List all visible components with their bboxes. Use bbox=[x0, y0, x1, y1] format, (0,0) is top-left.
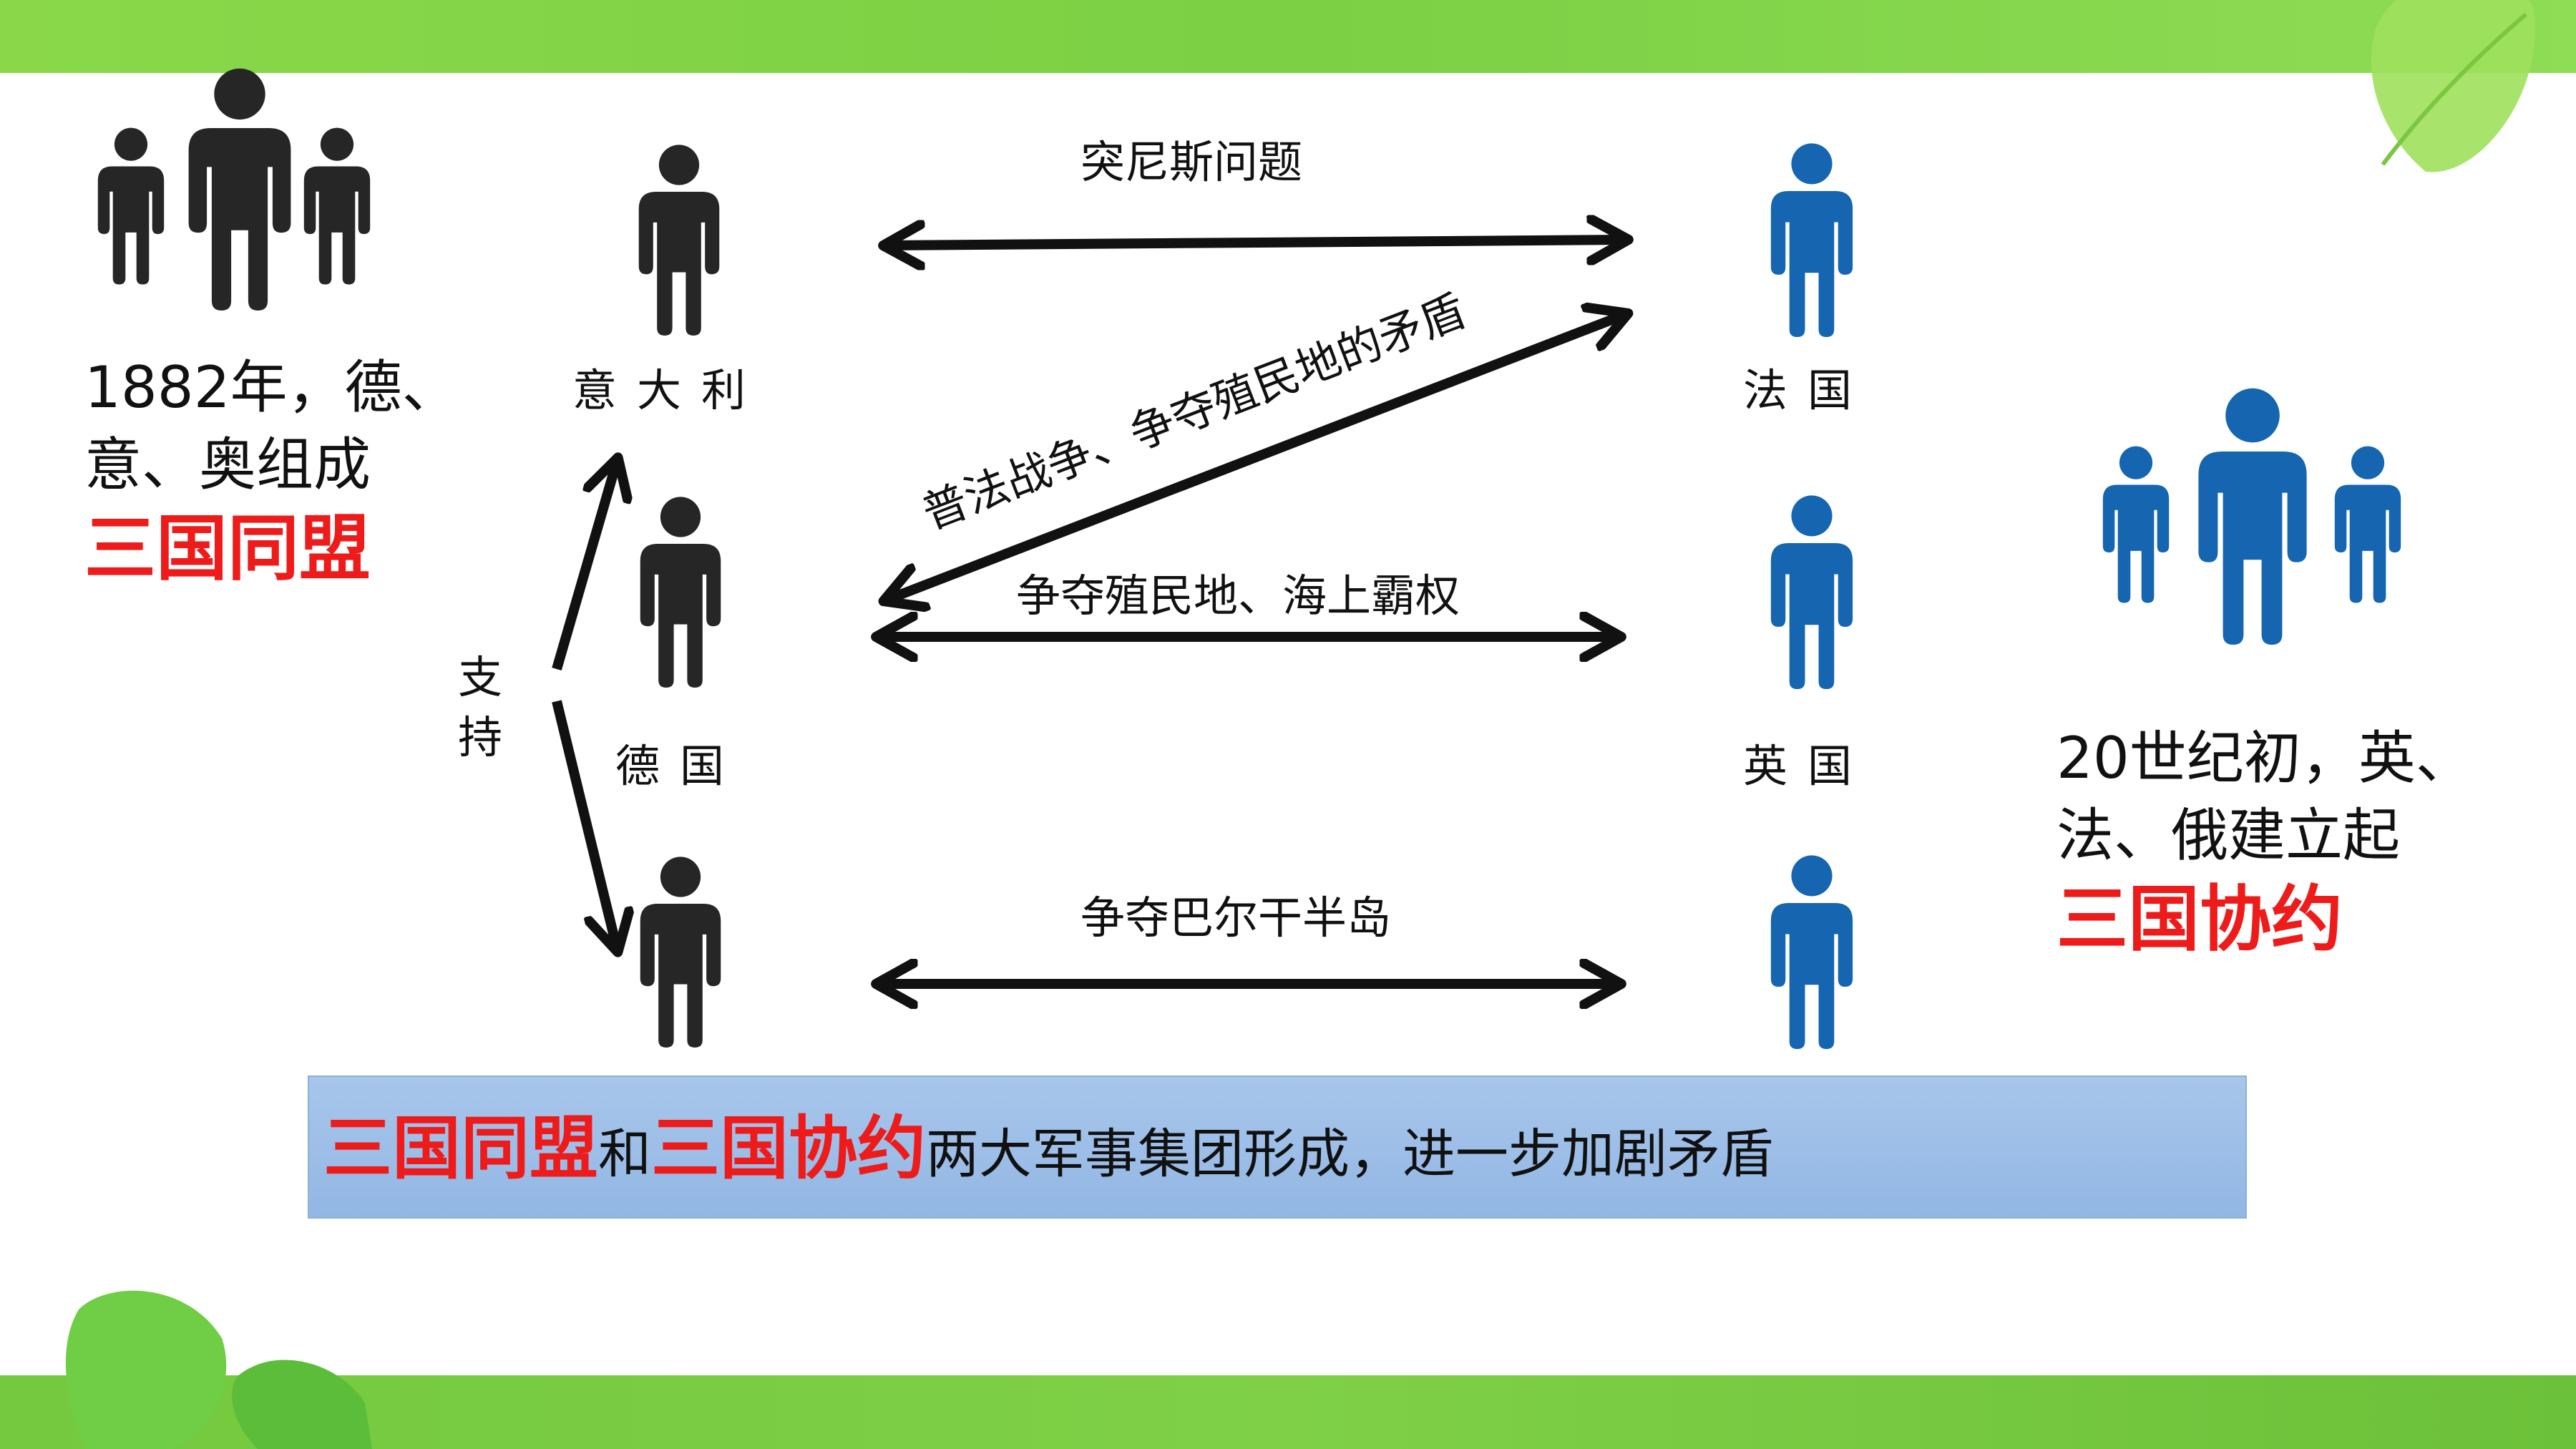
arrow-support-italy bbox=[552, 462, 617, 670]
support-label: 支持 bbox=[458, 651, 503, 763]
banner-alliance: 三国同盟 bbox=[323, 1108, 598, 1189]
arrow-italy-france bbox=[887, 240, 1624, 245]
banner-and: 和 bbox=[598, 1123, 651, 1185]
banner-entente: 三国协约 bbox=[651, 1108, 926, 1189]
right-group-title: 三国协约 bbox=[2057, 877, 2343, 961]
relation-label-germany-britain: 争夺殖民地、海上霸权 bbox=[1016, 570, 1460, 622]
arrow-germany-france bbox=[887, 315, 1624, 600]
person-icon-italy bbox=[638, 145, 720, 336]
right-group-description: 20世纪初，英、 法、俄建立起 三国协约 bbox=[2057, 720, 2500, 965]
leaf-top-right bbox=[2371, 0, 2535, 172]
country-label-france: 法国 bbox=[1743, 364, 1873, 416]
bottom-green-band bbox=[0, 1375, 2576, 1449]
left-group-description: 1882年，德、 意、奥组成 三国同盟 bbox=[84, 349, 485, 594]
country-label-britain: 英国 bbox=[1743, 740, 1873, 792]
arrow-support-austria bbox=[552, 700, 617, 948]
banner-rest: 两大军事集团形成，进一步加剧矛盾 bbox=[926, 1123, 1773, 1185]
person-icon-france bbox=[1770, 143, 1853, 338]
relation-label-germany-france: 普法战争、争夺殖民地的矛盾 bbox=[915, 284, 1473, 540]
person-icon-austria bbox=[640, 857, 721, 1048]
people-group-icon-right bbox=[2102, 388, 2401, 645]
right-group-line2: 法、俄建立起 bbox=[2057, 802, 2400, 869]
left-group-line1: 1882年，德、 bbox=[84, 354, 459, 421]
person-icon-britain bbox=[1770, 495, 1853, 689]
summary-banner: 三国同盟和三国协约两大军事集团形成，进一步加剧矛盾 bbox=[308, 1075, 2247, 1219]
country-label-germany: 德国 bbox=[615, 740, 745, 792]
left-group-title: 三国同盟 bbox=[84, 507, 371, 590]
left-group-line2: 意、奥组成 bbox=[84, 431, 371, 498]
person-icon-russia bbox=[1770, 855, 1853, 1049]
people-group-icon-left bbox=[97, 68, 371, 311]
summary-banner-text: 三国同盟和三国协约两大军事集团形成，进一步加剧矛盾 bbox=[323, 1077, 1773, 1220]
relation-label-italy-france: 突尼斯问题 bbox=[1080, 136, 1303, 188]
country-label-italy: 意大利 bbox=[572, 364, 766, 416]
top-green-band bbox=[0, 0, 2576, 73]
leaf-bottom-left bbox=[65, 1290, 372, 1449]
person-icon-germany bbox=[640, 497, 721, 688]
right-group-line1: 20世纪初，英、 bbox=[2057, 725, 2473, 791]
relation-label-austria-russia: 争夺巴尔干半岛 bbox=[1080, 892, 1392, 944]
